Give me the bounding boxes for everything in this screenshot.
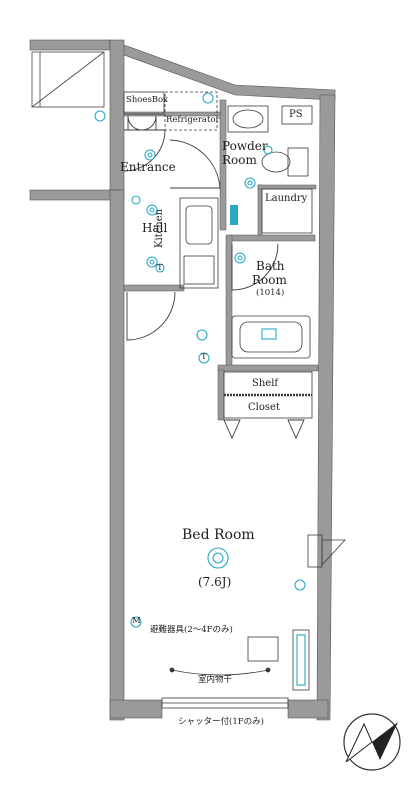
- kitchen-sink: [185, 205, 213, 245]
- drying-line: [171, 669, 269, 676]
- kitchen-light-icon: [146, 256, 158, 268]
- laundry-label: Laundry: [265, 193, 308, 204]
- bath-top-wall: [229, 234, 316, 242]
- hall-outlet-icon: [196, 329, 208, 341]
- powder-room-label: Room: [222, 153, 257, 167]
- bedroom-outlet-icon: [294, 579, 306, 591]
- bedroom-light-icon: [207, 547, 229, 569]
- north-arrow: [343, 713, 401, 771]
- right-wall: [316, 94, 336, 721]
- top-wall-left: [29, 39, 111, 51]
- bottom-wall-right: [287, 699, 329, 719]
- shoesbox-label: ShoesBox: [126, 95, 168, 105]
- entrance-label: Entrance: [120, 160, 176, 174]
- bath-room-label: Room: [252, 273, 287, 287]
- fridge-outlet-icon: [202, 92, 214, 104]
- closet-label: Closet: [248, 402, 280, 413]
- refrigerator-label: Refrigerator: [166, 115, 220, 125]
- tv-outlet-icon: [198, 352, 210, 364]
- bath-left-wall: [225, 234, 233, 371]
- evacuation-note: 避難器具(2～4Fのみ): [150, 625, 233, 635]
- fixtures: [123, 91, 346, 709]
- closet-left-wall: [217, 369, 225, 421]
- doors: [123, 115, 305, 440]
- tv-letter: T: [201, 352, 207, 362]
- toilet-tank: [287, 147, 309, 177]
- bottom-right-unit: [292, 629, 310, 691]
- toilet-bowl: [261, 151, 291, 173]
- shelf-label: Shelf: [252, 378, 279, 389]
- kitchen-outlet-icon: [155, 263, 165, 273]
- exterior-walls: [29, 39, 336, 721]
- m-outlet-icon: [130, 616, 142, 628]
- hall-light-icon: [146, 204, 158, 216]
- bath-fan-icon: [261, 328, 277, 340]
- kitchen-counter: [179, 197, 219, 289]
- refrigerator-box: [164, 91, 218, 131]
- hall-label: Hall: [142, 221, 168, 235]
- closet-door-right: [287, 419, 305, 440]
- laundry-left-wall: [257, 184, 263, 236]
- right-window-swing: [321, 539, 346, 567]
- evacuation-box: [247, 636, 279, 662]
- bottom-right-fixture: [296, 634, 306, 686]
- ps-box: [281, 105, 313, 125]
- powder-door: [169, 139, 221, 189]
- closet-top-wall: [217, 364, 319, 372]
- shutter-note: シャッター付(1Fのみ): [178, 717, 264, 727]
- drying-hook-left: [169, 667, 175, 673]
- indoor-drying-note: 室内物干: [198, 675, 233, 685]
- shoesbox: [123, 91, 165, 115]
- bath-label: Bath: [256, 259, 285, 273]
- laundry-pan: [261, 188, 313, 234]
- bath-size-label: (1014): [256, 288, 285, 298]
- outdoor-light-icon: [94, 110, 106, 122]
- ps-label: PS: [289, 109, 303, 120]
- top-diagonal-wall: [109, 39, 336, 101]
- bath-door: [231, 243, 279, 291]
- sink-bowl: [232, 109, 264, 129]
- main-left-wall: [109, 189, 125, 721]
- powder-left-wall: [219, 99, 227, 231]
- bed-area-label: (7.6J): [198, 575, 232, 589]
- kitchen-label: Kitchen: [154, 208, 165, 248]
- bottom-wall-left: [109, 699, 163, 719]
- m-letter: M: [132, 616, 141, 626]
- phone-letter: T: [157, 263, 163, 273]
- powder-outlet-icon: [263, 145, 273, 155]
- closet-door-left: [223, 419, 241, 440]
- vanity: [227, 105, 269, 133]
- bedroom-door: [126, 291, 176, 341]
- hall-bottom-wall: [123, 284, 185, 292]
- powder-light-icon: [244, 177, 256, 189]
- bed-room-label: Bed Room: [182, 527, 255, 543]
- laundry-top-wall: [257, 184, 317, 190]
- electrical-fixtures: [94, 92, 306, 686]
- cooktop: [183, 255, 215, 285]
- shoesbox-door-right: [141, 115, 157, 131]
- outside-area: [31, 51, 105, 108]
- north-arrow-needle: [372, 722, 398, 760]
- ceiling-light-icon: [144, 149, 156, 161]
- drying-hook-right: [265, 667, 271, 673]
- bathtub-inner: [239, 321, 303, 353]
- bathtub: [231, 315, 311, 359]
- water-heater-icon: [230, 205, 238, 225]
- powder-label: Powder: [222, 139, 268, 153]
- entrance-outlet-icon: [131, 195, 141, 205]
- ceiling-light-inner: [147, 152, 153, 158]
- shoesbox-door-left: [127, 115, 143, 131]
- bath-light-icon: [234, 252, 246, 264]
